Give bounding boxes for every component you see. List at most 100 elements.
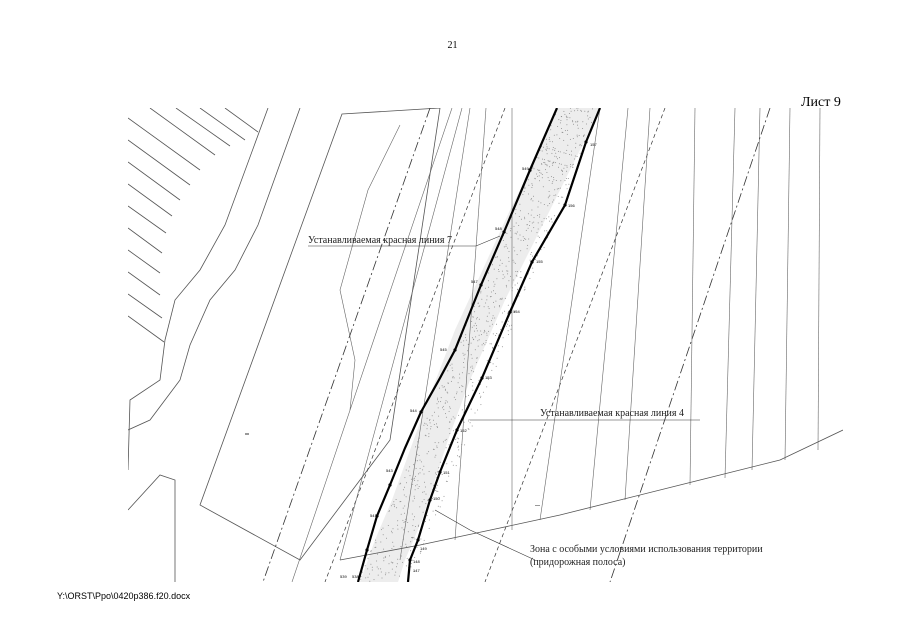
- stipple-dot: [423, 539, 425, 541]
- stipple-dot: [532, 200, 534, 202]
- stipple-dot: [536, 173, 537, 175]
- stipple-dot: [531, 184, 533, 186]
- stipple-dot: [416, 546, 418, 548]
- stipple-dot: [445, 413, 446, 415]
- stipple-dot: [405, 565, 407, 567]
- line7-point-labels: 549 548 547 545 544 543 541 539: [340, 166, 529, 579]
- stipple-dot: [375, 546, 377, 548]
- stipple-dot: [536, 255, 538, 257]
- stipple-dot: [388, 572, 390, 574]
- stipple-dot: [452, 370, 454, 372]
- stipple-dot: [417, 525, 419, 527]
- stipple-dot: [486, 299, 488, 301]
- stipple-dot: [538, 170, 540, 172]
- stipple-dot: [433, 424, 435, 425]
- stipple-dot: [442, 441, 444, 443]
- stipple-dot: [492, 317, 494, 319]
- stipple-dot: [440, 397, 442, 399]
- stipple-dot: [491, 343, 492, 345]
- stipple-dot: [387, 525, 389, 526]
- stipple-dot: [570, 110, 572, 112]
- stipple-dot: [567, 116, 569, 118]
- stipple-dot: [425, 521, 426, 522]
- stipple-dot: [493, 281, 495, 283]
- stipple-dot: [561, 169, 562, 171]
- stipple-dot: [445, 480, 447, 482]
- stipple-dot: [401, 527, 403, 529]
- stipple-dot: [539, 169, 541, 171]
- stipple-dot: [555, 162, 557, 164]
- stipple-dot: [396, 563, 398, 565]
- stipple-dot: [575, 121, 576, 123]
- stipple-dot: [546, 172, 548, 173]
- stipple-dot: [486, 386, 488, 388]
- stipple-dot: [384, 555, 386, 557]
- stipple-dot: [447, 392, 449, 394]
- stipple-dot: [579, 144, 581, 146]
- stipple-dot: [463, 354, 465, 356]
- stipple-dot: [504, 310, 506, 312]
- stipple-dot: [487, 378, 489, 380]
- stipple-dot: [437, 399, 438, 401]
- stipple-dot: [577, 127, 579, 129]
- stipple-dot: [483, 342, 484, 344]
- stipple-dot: [480, 290, 482, 292]
- stipple-dot: [423, 499, 425, 501]
- stipple-dot: [498, 269, 499, 270]
- stipple-dot: [564, 164, 566, 166]
- stipple-dot: [419, 552, 421, 554]
- stipple-dot: [536, 232, 538, 234]
- stipple-dot: [557, 196, 559, 197]
- stipple-dot: [471, 385, 473, 387]
- stipple-dot: [414, 489, 416, 491]
- stipple-dot: [410, 550, 412, 552]
- stipple-dot: [445, 402, 446, 404]
- stipple-dot: [546, 230, 548, 232]
- stipple-dot: [552, 164, 554, 166]
- stipple-dot: [484, 330, 486, 332]
- stipple-dot: [420, 550, 422, 552]
- stipple-dot: [520, 218, 522, 220]
- point-label: 539: [340, 574, 347, 579]
- stipple-dot: [531, 209, 533, 211]
- stipple-dot: [531, 255, 533, 257]
- stipple-dot: [478, 380, 480, 382]
- stipple-dot: [493, 285, 495, 287]
- stipple-dot: [494, 306, 496, 308]
- stipple-dot: [548, 148, 550, 150]
- stipple-dot: [502, 278, 504, 280]
- stipple-dot: [437, 490, 439, 492]
- stipple-dot: [476, 330, 478, 332]
- stipple-dot: [517, 238, 519, 240]
- stipple-dot: [541, 224, 543, 226]
- stipple-dot: [550, 217, 552, 219]
- stipple-dot: [469, 422, 471, 424]
- stipple-dot: [415, 485, 417, 487]
- stipple-dot: [451, 363, 453, 365]
- stipple-dot: [515, 222, 517, 224]
- stipple-dot: [438, 497, 440, 499]
- stipple-dot: [473, 371, 475, 373]
- stipple-dot: [489, 296, 491, 298]
- stipple-dot: [418, 446, 420, 448]
- stipple-dot: [516, 275, 518, 277]
- stipple-dot: [413, 537, 415, 539]
- stipple-dot: [520, 239, 522, 241]
- stipple-dot: [485, 320, 487, 322]
- stipple-dot: [554, 155, 556, 157]
- stipple-dot: [455, 399, 457, 401]
- stipple-dot: [501, 298, 503, 300]
- stipple-dot: [548, 139, 550, 140]
- stipple-dot: [554, 148, 556, 150]
- stipple-dot: [546, 164, 548, 166]
- stipple-dot: [413, 529, 415, 531]
- stipple-dot: [558, 166, 559, 168]
- stipple-dot: [575, 142, 577, 144]
- stipple-dot: [514, 250, 516, 252]
- stipple-dot: [371, 569, 373, 571]
- stipple-dot: [428, 451, 430, 453]
- stipple-dot: [580, 109, 582, 111]
- stipple-dot: [546, 146, 548, 148]
- stipple-dot: [522, 194, 524, 196]
- stipple-dot: [381, 577, 383, 579]
